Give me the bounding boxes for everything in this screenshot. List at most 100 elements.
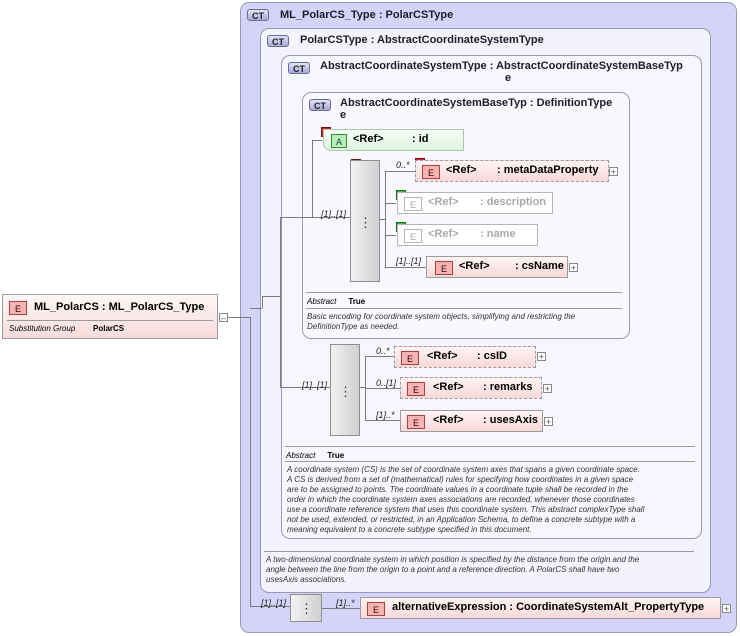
ct-abstract-cs-title-line1: AbstractCoordinateSystemType : AbstractC… xyxy=(320,60,683,72)
connector xyxy=(280,217,290,218)
base-annotation-divider xyxy=(306,308,622,309)
substitution-group-value: PolarCS xyxy=(93,324,125,333)
item-cardinality: [1]..* xyxy=(336,598,355,608)
element-csname[interactable]: E <Ref> : csName xyxy=(426,256,568,278)
element-badge: E xyxy=(435,261,453,275)
element-remarks[interactable]: E <Ref> : remarks xyxy=(400,377,542,399)
element-badge: E xyxy=(367,602,385,616)
abstract-value: True xyxy=(348,297,366,306)
connector xyxy=(385,171,386,267)
cs-annotation-line: A CS is derived from a set of (mathemati… xyxy=(287,475,634,484)
ct-abstract-cs-title-line2: e xyxy=(505,72,512,84)
abstract-key: Abstract xyxy=(307,297,337,306)
element-alternative-expression[interactable]: E alternativeExpression : CoordinateSyst… xyxy=(360,597,721,619)
connector xyxy=(262,296,280,297)
connector xyxy=(385,203,396,204)
base-sequence-compositor[interactable]: ⋮ xyxy=(350,160,380,282)
element-metadataproperty[interactable]: E <Ref> : metaDataProperty xyxy=(415,160,609,182)
plus-expand-icon[interactable]: + xyxy=(544,417,553,427)
plus-expand-icon[interactable]: + xyxy=(537,352,546,362)
connector xyxy=(250,317,251,606)
polarcs-annotation-line: A two-dimensional coordinate system in w… xyxy=(266,555,640,564)
connector xyxy=(312,140,313,217)
plus-expand-icon[interactable]: + xyxy=(569,263,578,273)
connector xyxy=(365,420,400,421)
item-cardinality: 0..* xyxy=(396,160,410,170)
element-name: : name xyxy=(480,228,516,240)
element-badge: E xyxy=(407,415,425,429)
ct-badge: CT xyxy=(267,35,289,47)
element-name: : csName xyxy=(515,260,564,272)
base-annotation-line1: Basic encoding for coordinate system obj… xyxy=(307,312,576,321)
element-badge: E xyxy=(404,229,422,243)
connector xyxy=(385,267,426,268)
attribute-ref: <Ref> xyxy=(353,133,384,145)
connector xyxy=(312,140,322,141)
cs-annotation-line: A coordinate system (CS) is the set of c… xyxy=(287,465,640,474)
element-badge: E xyxy=(407,382,425,396)
connector xyxy=(228,317,250,318)
element-badge: E xyxy=(401,351,419,365)
ml-sequence-compositor[interactable]: ⋮ xyxy=(290,594,322,622)
element-badge: E xyxy=(9,301,27,315)
connector xyxy=(250,308,262,309)
connector xyxy=(365,356,394,357)
cs-seq-cardinality: [1]..[1] xyxy=(302,380,328,390)
element-name: alternativeExpression : CoordinateSystem… xyxy=(392,601,705,613)
ct-polarcs-title: PolarCSType : AbstractCoordinateSystemTy… xyxy=(300,34,544,46)
connector xyxy=(250,606,290,607)
element-name: : csID xyxy=(477,350,507,362)
abstract-value: True xyxy=(327,451,345,460)
element-csid[interactable]: E <Ref> : csID xyxy=(394,346,536,368)
element-usesaxis[interactable]: E <Ref> : usesAxis xyxy=(400,410,543,432)
attribute-id[interactable]: A <Ref> : id xyxy=(323,129,464,151)
base-annotation-line2: DefinitionType as needed. xyxy=(307,322,400,331)
connector xyxy=(322,608,360,609)
element-description[interactable]: E <Ref> : description xyxy=(397,192,553,214)
sequence-compositor-icon: ⋮ xyxy=(300,601,313,616)
ct-badge: CT xyxy=(247,9,269,21)
element-badge: E xyxy=(422,165,440,179)
ct-abstract-cs-base-title-line2: e xyxy=(340,109,347,121)
cs-sequence-compositor[interactable]: ⋮ xyxy=(330,344,360,436)
element-name: : metaDataProperty xyxy=(497,164,599,176)
attribute-name: : id xyxy=(412,133,429,145)
element-ref: <Ref> xyxy=(428,228,459,240)
cs-annotation-line: not be used, extended, or restricted, in… xyxy=(287,515,636,524)
plus-expand-icon[interactable]: + xyxy=(722,604,731,614)
element-badge: E xyxy=(404,197,422,211)
connector xyxy=(290,217,350,218)
root-element-divider xyxy=(7,320,213,321)
cs-annotation-line: are to be assigned to points. The coordi… xyxy=(287,485,629,494)
cs-annotation-line: meaning equivalent to a concrete subtype… xyxy=(287,525,532,534)
root-element-ml-polarcs[interactable]: E ML_PolarCS : ML_PolarCS_Type Substitut… xyxy=(2,294,218,339)
ct-abstract-cs-base-title-line1: AbstractCoordinateSystemBaseTyp : Defini… xyxy=(340,97,613,109)
sequence-compositor-icon: ⋮ xyxy=(339,384,352,399)
plus-expand-icon[interactable]: – xyxy=(219,313,228,323)
polarcs-annotation-divider xyxy=(264,551,694,552)
element-ref: <Ref> xyxy=(428,196,459,208)
plus-expand-icon[interactable]: + xyxy=(609,167,618,177)
element-ref: <Ref> xyxy=(446,164,477,176)
element-name-item[interactable]: E <Ref> : name xyxy=(397,224,538,246)
element-ref: <Ref> xyxy=(433,381,464,393)
polarcs-annotation-line: angle between the line from the origin t… xyxy=(266,565,620,574)
item-cardinality: 0..* xyxy=(376,346,390,356)
connector xyxy=(280,387,330,388)
plus-expand-icon[interactable]: + xyxy=(543,384,552,394)
element-ref: <Ref> xyxy=(427,350,458,362)
cs-annotation-line: order in which the coordinate system axe… xyxy=(287,495,635,504)
element-name: : remarks xyxy=(483,381,533,393)
connector xyxy=(385,171,415,172)
connector xyxy=(262,296,263,308)
item-cardinality: [1]..* xyxy=(376,410,395,420)
cs-annotation-line: use a coordinate reference system that u… xyxy=(287,505,645,514)
cs-annotation-divider xyxy=(285,461,695,462)
base-abstract-divider xyxy=(306,292,622,293)
ct-ml-polarcs-title: ML_PolarCS_Type : PolarCSType xyxy=(280,9,454,21)
base-abstract-label: Abstract True xyxy=(307,297,365,306)
connector xyxy=(380,219,385,220)
root-element-title: ML_PolarCS : ML_PolarCS_Type xyxy=(34,301,205,313)
polarcs-annotation-line: usesAxis associations. xyxy=(266,575,347,584)
